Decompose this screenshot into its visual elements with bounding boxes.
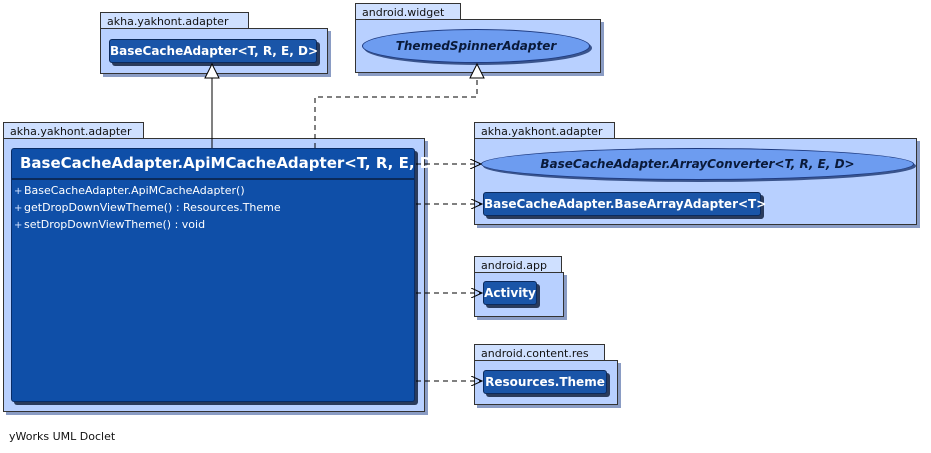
- visibility-marker: +: [14, 203, 23, 214]
- class-base-array-adapter[interactable]: BaseCacheAdapter.BaseArrayAdapter<T>: [483, 192, 766, 216]
- visibility-marker: +: [14, 220, 23, 231]
- interface-array-converter[interactable]: BaseCacheAdapter.ArrayConverter<T, R, E,…: [481, 148, 914, 180]
- class-activity[interactable]: Activity: [483, 281, 537, 305]
- package-label: akha.yakhont.adapter: [3, 122, 144, 139]
- class-api-m-cache-adapter[interactable]: BaseCacheAdapter.ApiMCacheAdapter<T, R, …: [11, 148, 445, 402]
- package-label: akha.yakhont.adapter: [100, 12, 249, 29]
- package-label: akha.yakhont.adapter: [474, 122, 615, 139]
- class-title: BaseCacheAdapter.ApiMCacheAdapter<T, R, …: [12, 149, 445, 180]
- visibility-marker: +: [14, 186, 23, 197]
- class-resources-theme[interactable]: Resources.Theme: [483, 370, 607, 394]
- footer-credit: yWorks UML Doclet: [9, 430, 116, 443]
- generalization-arrowhead: [204, 62, 220, 79]
- package-label: android.app: [474, 256, 562, 273]
- package-label: android.widget: [355, 3, 461, 20]
- member-get-drop-down-view-theme[interactable]: +getDropDownViewTheme() : Resources.Them…: [14, 200, 414, 217]
- class-members: +BaseCacheAdapter.ApiMCacheAdapter() +ge…: [12, 180, 414, 234]
- member-constructor[interactable]: +BaseCacheAdapter.ApiMCacheAdapter(): [14, 183, 414, 200]
- package-label: android.content.res: [474, 344, 605, 361]
- class-base-cache-adapter[interactable]: BaseCacheAdapter<T, R, E, D>: [109, 39, 318, 63]
- realization-arrowhead: [469, 62, 485, 79]
- interface-themed-spinner-adapter[interactable]: ThemedSpinnerAdapter: [362, 29, 590, 63]
- member-set-drop-down-view-theme[interactable]: +setDropDownViewTheme() : void: [14, 217, 414, 234]
- realization-line-themed-spinner-adapter: [314, 78, 478, 148]
